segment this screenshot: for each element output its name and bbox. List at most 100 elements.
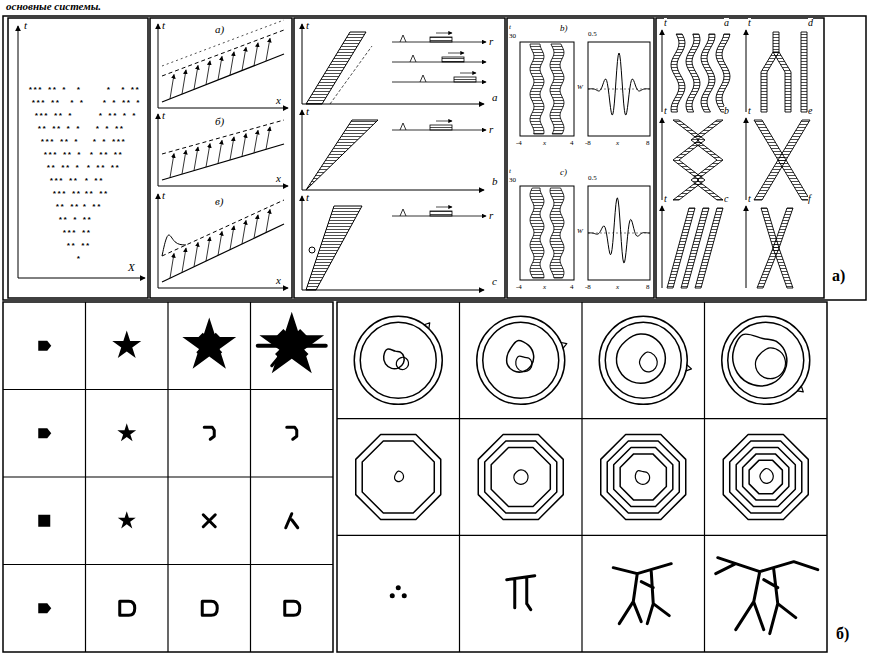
grid-line [3, 564, 333, 565]
axis-label: b [492, 176, 498, 187]
pattern-shape [120, 601, 135, 615]
hatched-band [761, 208, 793, 288]
flow-arrow [254, 130, 258, 153]
grid-frame [337, 302, 827, 652]
axis-label: t [162, 110, 165, 121]
ring-polygon [749, 460, 782, 493]
pattern-shape [112, 331, 141, 359]
ring-bump [424, 321, 432, 329]
flow-arrow [194, 147, 198, 171]
axis-label: c [492, 276, 497, 287]
pattern-row: *** ** * * [28, 86, 81, 94]
axis-label: t [306, 192, 309, 203]
hatched-band [761, 32, 779, 112]
domain-outline [507, 341, 534, 372]
axis-label: t [24, 20, 27, 31]
tick-label: 8 [646, 140, 650, 147]
panel-label: a) [832, 268, 845, 284]
motion-arrow [436, 33, 452, 34]
axis-line [302, 24, 303, 104]
pattern-row: ** ** * [46, 164, 80, 172]
flow-arrow [230, 226, 234, 250]
hatched-band [671, 34, 685, 112]
axis-line [158, 288, 288, 289]
pattern-row: * ** ** [89, 151, 123, 159]
illustration [3, 16, 866, 652]
axis-line [158, 114, 159, 186]
plot-frame [588, 186, 650, 280]
band-edge [162, 200, 284, 256]
hatched-band [673, 120, 705, 200]
pattern-row: *** ** * [43, 151, 81, 159]
axis-label: d [808, 18, 813, 28]
hatched-band [681, 208, 709, 288]
seed-dot [402, 593, 407, 598]
hatched-band [801, 32, 807, 112]
axis-label: в) [215, 196, 223, 207]
pulse-spike [400, 35, 406, 42]
flow-arrow [266, 38, 270, 61]
flow-arrow [230, 52, 234, 75]
pulse-block [454, 77, 476, 82]
hatched-band [550, 188, 564, 278]
axis-label: б) [215, 116, 224, 127]
pattern-shape [287, 427, 297, 439]
pattern-shape [117, 423, 136, 441]
hatched-band [695, 208, 723, 288]
band-edge [162, 144, 284, 180]
pattern-shape [38, 341, 51, 351]
pattern-row: *** ** * * [31, 99, 84, 107]
axis-line [746, 118, 747, 200]
flow-arrow [218, 56, 222, 80]
ring-polygon [485, 441, 557, 513]
pattern-row: * * ** [106, 86, 140, 94]
band-edge [162, 30, 284, 76]
pattern-shape [286, 514, 298, 528]
hatched-band [773, 52, 791, 112]
branch-figure [613, 564, 671, 624]
flow-arrow [170, 74, 174, 98]
tick-label: 30 [509, 33, 516, 40]
axis-label: a) [215, 24, 224, 35]
ring [360, 322, 436, 398]
zero-line [588, 233, 650, 234]
ring [599, 316, 687, 404]
pattern-row: * ** ** [86, 164, 120, 172]
grid-line [459, 302, 460, 652]
pattern-row: ** ** [55, 203, 79, 211]
subpanel-frame [8, 18, 148, 298]
pattern-row: *** ** * [34, 112, 72, 120]
motion-arrow [460, 73, 476, 74]
pattern-shape [204, 427, 214, 439]
tick-label: -4 [516, 140, 522, 147]
flow-arrow [206, 237, 210, 261]
domain-outline [516, 356, 532, 372]
ring-polygon [356, 435, 441, 520]
seed-dot [396, 585, 401, 590]
domain-outline [514, 470, 528, 484]
tick-label: 30 [509, 177, 516, 184]
hatched-band [306, 32, 366, 104]
heading-fragment: основные системы. [6, 1, 101, 12]
hatched-band [550, 44, 564, 134]
pattern-row: * * ** * [102, 99, 140, 107]
motion-arrow [436, 207, 452, 208]
ring [605, 322, 681, 398]
domain-outline [755, 348, 785, 379]
axis-label: x [616, 284, 619, 291]
pattern-shape [203, 515, 215, 527]
domain-outline [384, 349, 405, 369]
flow-arrow [206, 144, 210, 167]
domain-outline [760, 469, 773, 484]
hatched-wedge [306, 120, 378, 190]
axis-label: t [509, 24, 511, 31]
hatched-band [667, 208, 695, 288]
wave-curve [588, 198, 650, 263]
ring-bump [561, 341, 568, 348]
flow-arrow [170, 253, 174, 278]
pulse-spike [400, 123, 406, 130]
axis-line [158, 186, 288, 187]
ring-polygon [601, 435, 686, 520]
flow-arrow [254, 43, 258, 66]
flow-arrow [242, 134, 246, 157]
